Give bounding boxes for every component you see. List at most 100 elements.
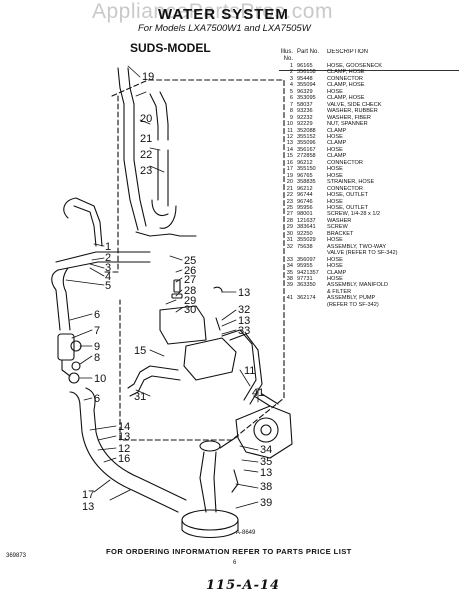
callout-41: 41 bbox=[252, 387, 264, 399]
description-cell: HOSE, GOOSENECK bbox=[327, 63, 383, 69]
callout-20: 20 bbox=[140, 113, 152, 125]
illus-no-cell: 12 bbox=[286, 133, 293, 140]
description-cell: CLAMP, HOSE bbox=[327, 69, 365, 76]
description-cell: CLAMP bbox=[327, 269, 347, 276]
part-no-cell: 96212 bbox=[297, 185, 313, 192]
description-cell: HOSE, OUTLET bbox=[327, 192, 369, 199]
callout-4: 4 bbox=[105, 271, 111, 283]
model-subtitle: For Models LXA7500W1 and LXA7505W bbox=[138, 23, 311, 34]
table-header-rule bbox=[279, 70, 459, 71]
callout-39: 39 bbox=[260, 497, 272, 509]
callout-3: 3 bbox=[105, 262, 111, 274]
callout-14: 14 bbox=[118, 421, 130, 433]
side-check-valve bbox=[57, 333, 75, 361]
callout-13-b: 13 bbox=[238, 315, 250, 327]
part-no-cell: 121637 bbox=[297, 217, 316, 224]
watermark: AppliancePartsPros.com bbox=[92, 0, 333, 23]
description-cell: ASSEMBLY, TWO-WAY bbox=[327, 243, 387, 250]
description-cell: BRACKET bbox=[327, 230, 354, 237]
part-no-cell: 96212 bbox=[297, 159, 313, 166]
part-no-cell: 362174 bbox=[297, 295, 316, 302]
part-no-cell: 272858 bbox=[297, 153, 316, 160]
description-cell: HOSE bbox=[327, 198, 343, 205]
description-cell: HOSE bbox=[327, 88, 343, 95]
illus-no-cell: 17 bbox=[286, 166, 293, 173]
washer-28 bbox=[171, 293, 183, 299]
upper-hose-left bbox=[117, 67, 135, 119]
callout-13-e: 13 bbox=[82, 501, 94, 513]
callout-13-c: 13 bbox=[118, 431, 130, 443]
description-cell: HOSE bbox=[327, 263, 343, 270]
callout-19: 19 bbox=[142, 71, 154, 83]
description-cell: CLAMP bbox=[327, 153, 347, 160]
illus-no-cell bbox=[279, 302, 297, 308]
illus-no-cell: 3 bbox=[289, 75, 293, 82]
description-cell: & FILTER bbox=[327, 288, 352, 295]
description-cell: ASSEMBLY, PUMP bbox=[327, 295, 376, 302]
illus-no-cell: 20 bbox=[286, 179, 293, 186]
part-no-cell: 92250 bbox=[297, 230, 313, 237]
table-row: & FILTER bbox=[279, 289, 467, 295]
description-cell: HOSE bbox=[327, 237, 343, 244]
description-cell: WASHER, FIBER bbox=[327, 114, 371, 121]
illus-no-cell: 1 bbox=[289, 63, 293, 69]
illus-no-cell: 41 bbox=[286, 295, 293, 302]
part-no-cell: 353095 bbox=[297, 95, 316, 102]
callout-21: 21 bbox=[140, 133, 152, 145]
description-cell: SCREW, 1/4-28 x 1/2 bbox=[327, 211, 381, 218]
callout-33: 33 bbox=[238, 325, 250, 337]
part-no-cell: 355150 bbox=[297, 166, 316, 173]
illus-no-cell: 10 bbox=[286, 121, 293, 128]
part-no-cell: 358835 bbox=[297, 179, 316, 186]
description-cell: HOSE bbox=[327, 166, 343, 173]
part-no-cell: 97731 bbox=[297, 275, 313, 282]
part-no-cell: 93236 bbox=[297, 108, 313, 115]
illus-no-cell: 25 bbox=[286, 204, 293, 211]
illus-no-cell: 30 bbox=[286, 230, 293, 237]
description-cell: VALVE (REFER TO SF-342) bbox=[327, 250, 398, 257]
callout-9: 9 bbox=[94, 341, 100, 353]
illus-no-cell: 31 bbox=[286, 237, 293, 244]
illus-no-cell: 38 bbox=[286, 275, 293, 282]
upper-hose-right bbox=[149, 91, 169, 141]
screw-27 bbox=[173, 279, 181, 293]
illus-no-cell: 19 bbox=[286, 172, 293, 179]
part-no-cell: 363350 bbox=[297, 282, 316, 289]
description-cell: CLAMP, HOSE bbox=[327, 95, 365, 102]
part-no-cell: 356167 bbox=[297, 146, 316, 153]
gooseneck-hose bbox=[63, 197, 103, 247]
callout-1: 1 bbox=[105, 241, 111, 253]
callout-17: 17 bbox=[82, 489, 94, 501]
callout-8: 8 bbox=[94, 352, 100, 364]
part-no-cell: 96746 bbox=[297, 198, 313, 205]
part-no-cell: 355152 bbox=[297, 133, 316, 140]
callout-7: 7 bbox=[94, 325, 100, 337]
callout-31: 31 bbox=[134, 391, 146, 403]
description-cell: HOSE bbox=[327, 275, 343, 282]
part-no-cell: 98001 bbox=[297, 211, 313, 218]
illus-no-cell: 35 bbox=[286, 269, 293, 276]
model-label: SUDS-MODEL bbox=[130, 41, 211, 55]
table-header: Illus. No. Part No. DESCRIPTION bbox=[279, 49, 467, 63]
handwritten-note: 115-A-14 bbox=[206, 578, 281, 593]
illus-no-cell: 8 bbox=[289, 108, 293, 115]
description-cell: SCREW bbox=[327, 224, 348, 231]
part-no-cell: 355096 bbox=[297, 140, 316, 147]
description-cell: HOSE, OUTLET bbox=[327, 204, 369, 211]
